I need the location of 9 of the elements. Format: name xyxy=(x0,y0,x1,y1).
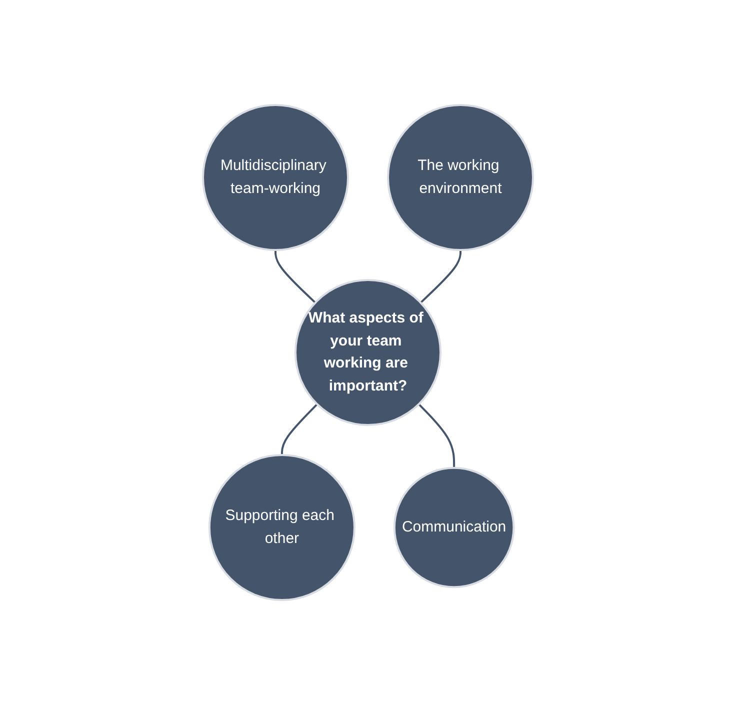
connector xyxy=(418,402,456,468)
node-circle: Supporting each other xyxy=(208,454,356,600)
node-circle: The working environment xyxy=(387,104,534,250)
node-circle: Communication xyxy=(393,466,515,588)
node-circle: Multidisciplinary team-working xyxy=(202,104,349,250)
node-circle: What aspects of your team working are important? xyxy=(294,278,442,426)
connector xyxy=(274,250,316,303)
connector xyxy=(420,250,462,303)
connector xyxy=(280,402,318,454)
